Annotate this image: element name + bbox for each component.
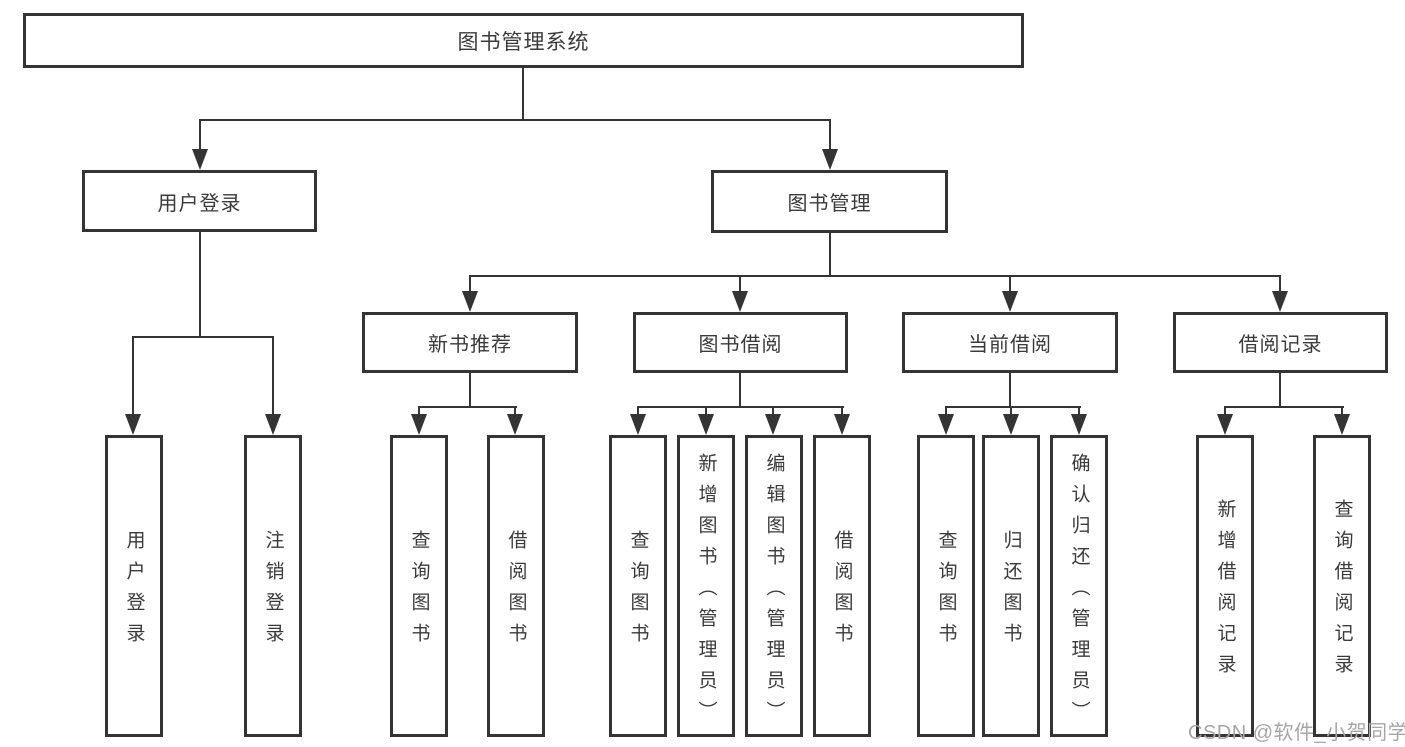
connector-book-borrow-branch	[637, 406, 844, 408]
connector-drop	[945, 406, 947, 418]
arrowhead-down-icon	[765, 414, 781, 435]
connector-borrow-records-stem	[1279, 373, 1281, 407]
connector-current-borrow-stem	[1009, 373, 1011, 407]
connector-user-login-branch	[132, 336, 274, 338]
node-user-login: 用户登录	[82, 170, 317, 232]
node-leaf-add-borrow-record: 新增借阅记录	[1196, 435, 1254, 737]
arrowhead-down-icon	[1272, 291, 1288, 312]
node-leaf-label: 查询借阅记录	[1331, 499, 1353, 685]
connector-drop	[1279, 275, 1281, 294]
node-leaf-label: 借阅图书	[505, 530, 527, 654]
node-leaf-return-books: 归还图书	[982, 435, 1040, 737]
node-leaf-label: 归还图书	[1000, 530, 1022, 654]
connector-drop	[272, 336, 274, 416]
node-leaf-borrow-books-rec: 借阅图书	[487, 435, 545, 737]
connector-new-book-branch	[418, 406, 517, 408]
connector-book-mgmt-branch	[469, 275, 1281, 277]
node-borrow-records-label: 借阅记录	[1238, 334, 1323, 356]
arrowhead-down-icon	[1334, 414, 1350, 435]
connector-drop	[418, 406, 420, 418]
node-user-login-label: 用户登录	[157, 192, 242, 215]
connector-borrow-records-branch	[1224, 406, 1344, 408]
node-leaf-label: 查询图书	[627, 530, 649, 654]
node-leaf-add-books-admin: 新增图书（管理员）	[677, 435, 735, 737]
arrowhead-down-icon	[1003, 414, 1019, 435]
arrowhead-down-icon	[125, 414, 141, 435]
arrowhead-down-icon	[265, 414, 281, 435]
connector-book-borrow-stem	[739, 373, 741, 407]
connector-drop	[199, 119, 201, 152]
connector-drop	[829, 119, 831, 152]
node-book-borrow-label: 图书借阅	[698, 334, 783, 356]
node-borrow-records: 借阅记录	[1173, 312, 1388, 373]
node-leaf-confirm-return-admin: 确认归还（管理员）	[1050, 435, 1108, 737]
arrowhead-down-icon	[1217, 414, 1233, 435]
arrowhead-down-icon	[507, 414, 523, 435]
node-leaf-query-books-rec: 查询图书	[390, 435, 448, 737]
arrowhead-down-icon	[630, 414, 646, 435]
node-leaf-label: 编辑图书（管理员）	[763, 452, 785, 732]
connector-drop	[1224, 406, 1226, 418]
arrowhead-down-icon	[938, 414, 954, 435]
node-leaf-query-books-current: 查询图书	[917, 435, 975, 737]
arrowhead-down-icon	[822, 149, 838, 170]
arrowhead-down-icon	[732, 291, 748, 312]
arrowhead-down-icon	[1002, 291, 1018, 312]
arrowhead-down-icon	[192, 149, 208, 170]
connector-drop	[705, 406, 707, 418]
connector-drop	[772, 406, 774, 418]
node-new-book-recommend: 新书推荐	[362, 312, 578, 373]
arrowhead-down-icon	[462, 291, 478, 312]
connector-user-login-stem	[199, 232, 201, 338]
connector-root-branch	[199, 119, 831, 121]
arrowhead-down-icon	[698, 414, 714, 435]
node-current-borrow-label: 当前借阅	[968, 334, 1052, 356]
node-book-borrow: 图书借阅	[633, 312, 848, 373]
connector-drop	[637, 406, 639, 418]
connector-drop	[841, 406, 843, 418]
connector-drop	[514, 406, 516, 418]
arrowhead-down-icon	[411, 414, 427, 435]
node-leaf-label: 注销登录	[262, 530, 284, 654]
csdn-watermark: CSDN @软件_小贺同学	[1188, 722, 1405, 744]
arrowhead-down-icon	[834, 414, 850, 435]
node-current-borrow: 当前借阅	[902, 312, 1118, 373]
node-leaf-borrow-books: 借阅图书	[813, 435, 871, 737]
node-leaf-label: 确认归还（管理员）	[1068, 452, 1090, 732]
connector-drop	[1009, 275, 1011, 294]
connector-root-stem	[522, 68, 524, 121]
node-leaf-query-books: 查询图书	[609, 435, 667, 737]
node-book-management: 图书管理	[711, 170, 948, 233]
connector-drop	[1078, 406, 1080, 418]
connector-book-mgmt-stem	[829, 233, 831, 277]
node-leaf-user-login: 用户登录	[105, 435, 163, 737]
node-leaf-label: 查询图书	[408, 530, 430, 654]
node-leaf-label: 新增图书（管理员）	[695, 452, 717, 732]
node-leaf-label: 借阅图书	[831, 530, 853, 654]
connector-drop	[132, 336, 134, 416]
node-leaf-label: 用户登录	[123, 530, 145, 654]
arrowhead-down-icon	[1071, 414, 1087, 435]
connector-new-book-stem	[469, 373, 471, 407]
connector-drop	[469, 275, 471, 294]
connector-current-borrow-branch	[945, 406, 1081, 408]
node-leaf-label: 新增借阅记录	[1214, 499, 1236, 685]
node-leaf-edit-books-admin: 编辑图书（管理员）	[745, 435, 803, 737]
node-book-management-label: 图书管理	[787, 193, 872, 215]
node-leaf-query-borrow-record: 查询借阅记录	[1313, 435, 1371, 737]
node-root: 图书管理系统	[23, 13, 1024, 68]
node-new-book-recommend-label: 新书推荐	[428, 334, 512, 356]
connector-drop	[739, 275, 741, 294]
connector-drop	[1010, 406, 1012, 418]
connector-drop	[1341, 406, 1343, 418]
node-leaf-logout: 注销登录	[244, 435, 302, 737]
node-leaf-label: 查询图书	[935, 530, 957, 654]
node-root-label: 图书管理系统	[457, 30, 590, 54]
